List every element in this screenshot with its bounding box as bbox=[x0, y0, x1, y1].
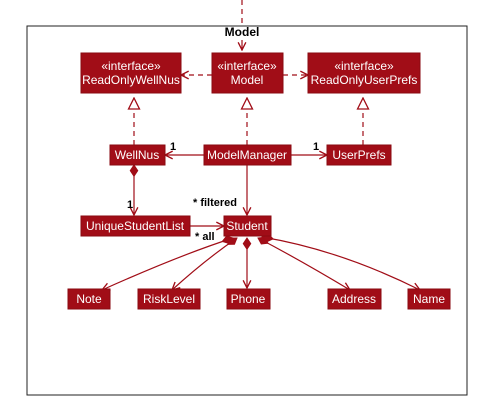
uniquestudentlist-class: UniqueStudentList bbox=[80, 215, 191, 237]
risklevel-class: RiskLevel bbox=[137, 288, 201, 310]
phone-class: Phone bbox=[226, 288, 271, 310]
svg-text:ReadOnlyWellNus: ReadOnlyWellNus bbox=[82, 73, 180, 87]
svg-text:Student: Student bbox=[226, 219, 268, 233]
modelmanager-userprefs-multiplicity: 1 bbox=[313, 141, 319, 153]
filtered-label: * filtered bbox=[193, 197, 237, 209]
svg-text:Model: Model bbox=[231, 73, 264, 87]
svg-text:UniqueStudentList: UniqueStudentList bbox=[86, 219, 185, 233]
svg-text:Address: Address bbox=[332, 292, 376, 306]
svg-text:«interface»: «interface» bbox=[217, 59, 277, 73]
userprefs-class: UserPrefs bbox=[326, 144, 392, 166]
svg-text:UserPrefs: UserPrefs bbox=[332, 148, 385, 162]
package-title: Model bbox=[225, 25, 260, 39]
student-name-composition bbox=[262, 237, 420, 290]
student-class: Student bbox=[223, 215, 272, 237]
svg-text:WellNus: WellNus bbox=[115, 148, 159, 162]
readonlyuserprefs-interface: «interface» ReadOnlyUserPrefs bbox=[307, 52, 421, 94]
svg-text:ModelManager: ModelManager bbox=[207, 148, 287, 162]
name-class: Name bbox=[407, 288, 451, 310]
svg-text:RiskLevel: RiskLevel bbox=[143, 292, 195, 306]
svg-text:«interface»: «interface» bbox=[101, 59, 161, 73]
all-label: * all bbox=[195, 231, 215, 243]
note-class: Note bbox=[67, 288, 111, 310]
wellnus-class: WellNus bbox=[109, 144, 166, 166]
svg-text:«interface»: «interface» bbox=[334, 59, 394, 73]
student-risklevel-composition bbox=[172, 237, 237, 290]
svg-text:Name: Name bbox=[413, 292, 445, 306]
modelmanager-wellnus-multiplicity: 1 bbox=[170, 141, 176, 153]
modelmanager-class: ModelManager bbox=[203, 144, 292, 166]
model-interface: «interface» Model bbox=[211, 52, 284, 94]
address-class: Address bbox=[327, 288, 382, 310]
readonlywellnus-interface: «interface» ReadOnlyWellNus bbox=[80, 52, 182, 94]
svg-text:Phone: Phone bbox=[231, 292, 266, 306]
svg-text:Note: Note bbox=[76, 292, 102, 306]
wellnus-list-multiplicity: 1 bbox=[127, 199, 133, 211]
svg-text:ReadOnlyUserPrefs: ReadOnlyUserPrefs bbox=[311, 73, 418, 87]
